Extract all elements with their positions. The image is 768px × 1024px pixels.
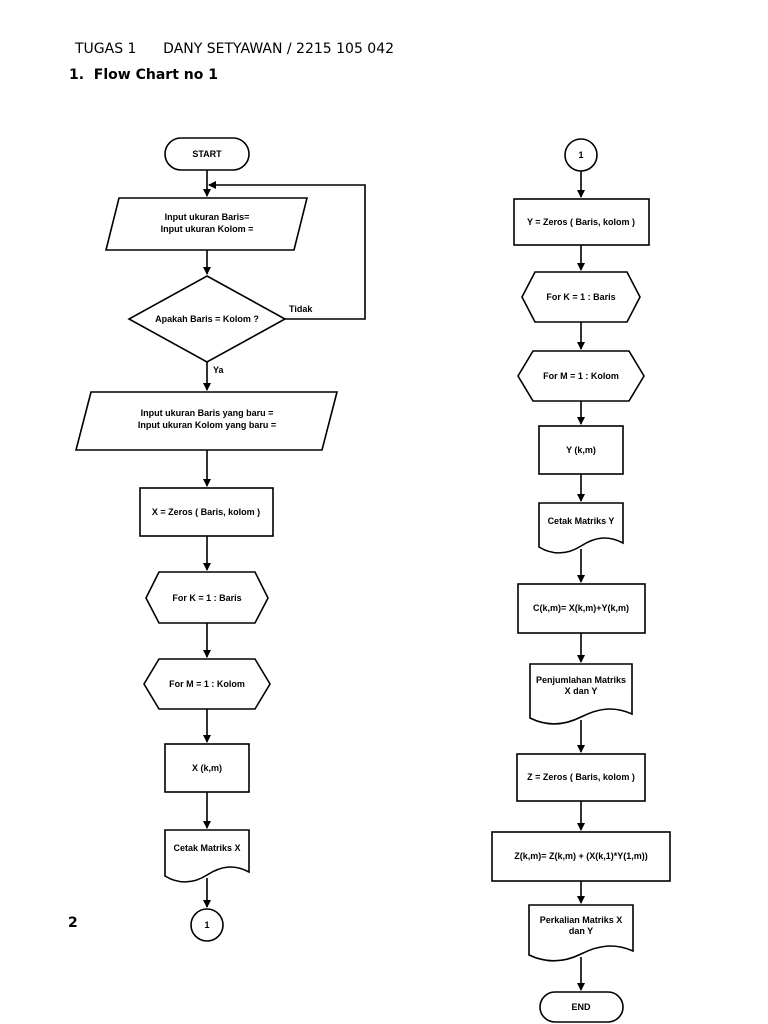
decision-yes-label: Ya [213,365,225,375]
decision-diamond: Apakah Baris = Kolom ? [127,275,287,363]
input-new-size-parallelogram: Input ukuran Baris yang baru = Input uku… [74,391,339,451]
print-x-label: Cetak Matriks X [173,843,240,853]
print-product-label-1: Perkalian Matriks X [540,915,623,925]
connector-in: 1 [564,138,598,172]
zeros-x-label: X = Zeros ( Baris, kolom ) [152,507,260,517]
page-number: 2 [68,915,78,931]
right-loop-k-hexagon: For K = 1 : Baris [521,271,641,323]
connector-out-label: 1 [204,920,209,930]
input-cols-label: Input ukuran Kolom = [161,224,254,234]
product-label: Z(k,m)= Z(k,m) + (X(k,1)*Y(1,m)) [514,851,648,861]
input-new-cols-label: Input ukuran Kolom yang baru = [138,420,276,430]
right-loop-m-hexagon: For M = 1 : Kolom [517,350,645,402]
assign-x-label: X (k,m) [192,763,222,773]
print-product-document: Perkalian Matriks X dan Y [528,904,634,962]
right-loop-k-label: For K = 1 : Baris [546,292,615,302]
header-line: TUGAS 1 DANY SETYAWAN / 2215 105 042 [75,41,395,57]
product-process: Z(k,m)= Z(k,m) + (X(k,1)*Y(1,m)) [491,831,671,882]
loop-k-label: For K = 1 : Baris [172,593,241,603]
end-terminator: END [539,991,624,1023]
input-new-rows-label: Input ukuran Baris yang baru = [141,408,274,418]
print-y-document: Cetak Matriks Y [538,502,624,554]
connector-in-label: 1 [578,150,583,160]
loop-m-label: For M = 1 : Kolom [169,679,245,689]
print-sum-label-1: Penjumlahan Matriks [536,675,626,685]
zeros-y-process: Y = Zeros ( Baris, kolom ) [513,198,650,246]
input-size-parallelogram: Input ukuran Baris= Input ukuran Kolom = [104,197,309,251]
left-flowchart: START Input ukuran Baris= Input ukuran K… [74,137,366,942]
sum-process: C(k,m)= X(k,m)+Y(k,m) [517,583,646,634]
end-label: END [571,1002,591,1012]
start-label: START [192,149,222,159]
right-loop-m-label: For M = 1 : Kolom [543,371,619,381]
print-sum-label-2: X dan Y [565,686,598,696]
print-y-label: Cetak Matriks Y [548,516,615,526]
decision-label: Apakah Baris = Kolom ? [155,314,259,324]
decision-no-label: Tidak [289,304,313,314]
assign-y-label: Y (k,m) [566,445,596,455]
connector-out: 1 [190,908,224,942]
loop-k-hexagon: For K = 1 : Baris [145,571,269,624]
print-product-label-2: dan Y [569,926,593,936]
print-sum-document: Penjumlahan Matriks X dan Y [529,663,633,725]
assign-y-process: Y (k,m) [538,425,624,475]
loop-m-hexagon: For M = 1 : Kolom [143,658,271,710]
zeros-z-process: Z = Zeros ( Baris, kolom ) [516,753,646,802]
assign-x-process: X (k,m) [164,743,250,793]
sum-label: C(k,m)= X(k,m)+Y(k,m) [533,603,629,613]
print-x-document: Cetak Matriks X [164,829,250,883]
section-title: 1. Flow Chart no 1 [69,67,218,83]
right-flowchart: 1 Y = Zeros ( Baris, kolom ) For K = 1 :… [491,138,671,1023]
zeros-z-label: Z = Zeros ( Baris, kolom ) [527,772,635,782]
zeros-y-label: Y = Zeros ( Baris, kolom ) [527,217,635,227]
zeros-x-process: X = Zeros ( Baris, kolom ) [139,487,274,537]
loop-back-arrow [208,181,366,320]
input-rows-label: Input ukuran Baris= [165,212,250,222]
start-terminator: START [164,137,250,171]
